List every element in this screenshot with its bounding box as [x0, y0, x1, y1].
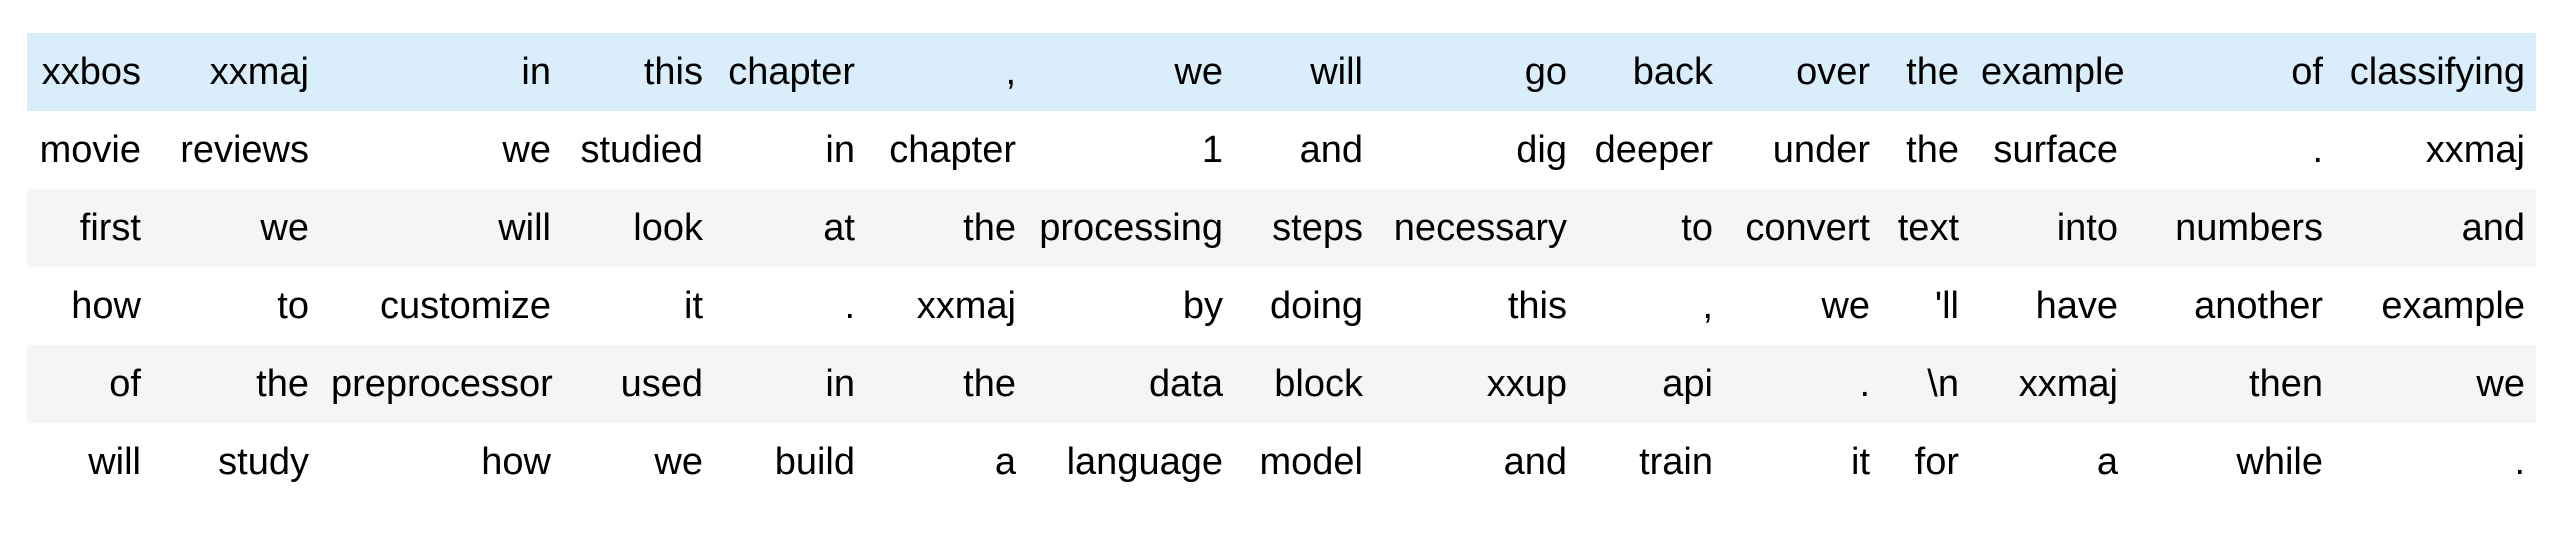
- token-cell: 'll: [1881, 267, 1970, 345]
- token-cell: example: [2334, 267, 2536, 345]
- token-cell: by: [1027, 267, 1234, 345]
- token-cell: .: [2129, 111, 2334, 189]
- token-cell: have: [1970, 267, 2129, 345]
- table-row: movie reviews we studied in chapter 1 an…: [27, 111, 2536, 189]
- token-cell: doing: [1234, 267, 1374, 345]
- token-cell: convert: [1724, 189, 1881, 267]
- token-cell: for: [1881, 423, 1970, 501]
- token-cell: data: [1027, 345, 1234, 423]
- token-cell: xxmaj: [1970, 345, 2129, 423]
- token-cell: text: [1881, 189, 1970, 267]
- token-cell: build: [714, 423, 866, 501]
- token-cell: study: [152, 423, 320, 501]
- table-row-highlighted: xxbos xxmaj in this chapter , we will go…: [27, 33, 2536, 111]
- token-cell: train: [1578, 423, 1724, 501]
- token-cell: back: [1578, 33, 1724, 111]
- table-row: first we will look at the processing ste…: [27, 189, 2536, 267]
- table-row: of the preprocessor used in the data blo…: [27, 345, 2536, 423]
- token-cell: and: [2334, 189, 2536, 267]
- token-cell: .: [1724, 345, 1881, 423]
- token-cell: block: [1234, 345, 1374, 423]
- token-cell: model: [1234, 423, 1374, 501]
- token-cell: and: [1234, 111, 1374, 189]
- token-cell: we: [320, 111, 562, 189]
- table-row: how to customize it . xxmaj by doing thi…: [27, 267, 2536, 345]
- token-cell: we: [562, 423, 714, 501]
- token-cell: xxup: [1374, 345, 1578, 423]
- token-cell: we: [152, 189, 320, 267]
- token-cell: chapter: [714, 33, 866, 111]
- token-cell: the: [866, 189, 1027, 267]
- token-cell: into: [1970, 189, 2129, 267]
- token-cell: the: [866, 345, 1027, 423]
- token-cell: chapter: [866, 111, 1027, 189]
- token-cell: steps: [1234, 189, 1374, 267]
- token-cell: we: [2334, 345, 2536, 423]
- token-cell: ,: [866, 33, 1027, 111]
- token-cell: movie: [27, 111, 152, 189]
- token-cell: the: [1881, 33, 1970, 111]
- token-cell: example: [1970, 33, 2129, 111]
- token-cell: and: [1374, 423, 1578, 501]
- token-cell: dig: [1374, 111, 1578, 189]
- token-cell: reviews: [152, 111, 320, 189]
- token-cell: then: [2129, 345, 2334, 423]
- token-cell: this: [1374, 267, 1578, 345]
- token-cell: xxmaj: [2334, 111, 2536, 189]
- token-cell: will: [27, 423, 152, 501]
- token-cell: at: [714, 189, 866, 267]
- token-cell: of: [2129, 33, 2334, 111]
- token-cell: surface: [1970, 111, 2129, 189]
- token-cell: customize: [320, 267, 562, 345]
- token-cell: it: [562, 267, 714, 345]
- token-cell: will: [320, 189, 562, 267]
- token-cell: first: [27, 189, 152, 267]
- token-cell: over: [1724, 33, 1881, 111]
- token-cell: classifying: [2334, 33, 2536, 111]
- token-cell: a: [1970, 423, 2129, 501]
- token-cell: necessary: [1374, 189, 1578, 267]
- token-cell: to: [1578, 189, 1724, 267]
- token-cell: language: [1027, 423, 1234, 501]
- token-cell: another: [2129, 267, 2334, 345]
- token-cell: we: [1027, 33, 1234, 111]
- token-cell: under: [1724, 111, 1881, 189]
- token-cell: numbers: [2129, 189, 2334, 267]
- token-cell: a: [866, 423, 1027, 501]
- token-cell: \n: [1881, 345, 1970, 423]
- token-cell: this: [562, 33, 714, 111]
- token-cell: deeper: [1578, 111, 1724, 189]
- token-cell: it: [1724, 423, 1881, 501]
- token-cell: .: [714, 267, 866, 345]
- token-cell: to: [152, 267, 320, 345]
- table-row: will study how we build a language model…: [27, 423, 2536, 501]
- token-cell: in: [714, 345, 866, 423]
- token-cell: 1: [1027, 111, 1234, 189]
- token-cell: look: [562, 189, 714, 267]
- token-cell: will: [1234, 33, 1374, 111]
- token-cell: ,: [1578, 267, 1724, 345]
- token-cell: used: [562, 345, 714, 423]
- token-cell: xxbos: [27, 33, 152, 111]
- token-cell: preprocessor: [320, 345, 562, 423]
- token-cell: xxmaj: [866, 267, 1027, 345]
- token-cell: how: [27, 267, 152, 345]
- token-cell: how: [320, 423, 562, 501]
- token-cell: in: [714, 111, 866, 189]
- token-cell: go: [1374, 33, 1578, 111]
- token-cell: the: [152, 345, 320, 423]
- token-cell: while: [2129, 423, 2334, 501]
- token-cell: studied: [562, 111, 714, 189]
- token-dataframe: xxbos xxmaj in this chapter , we will go…: [27, 33, 2536, 501]
- token-cell: of: [27, 345, 152, 423]
- token-cell: we: [1724, 267, 1881, 345]
- token-cell: api: [1578, 345, 1724, 423]
- token-cell: the: [1881, 111, 1970, 189]
- token-cell: xxmaj: [152, 33, 320, 111]
- token-cell: in: [320, 33, 562, 111]
- token-cell: .: [2334, 423, 2536, 501]
- token-cell: processing: [1027, 189, 1234, 267]
